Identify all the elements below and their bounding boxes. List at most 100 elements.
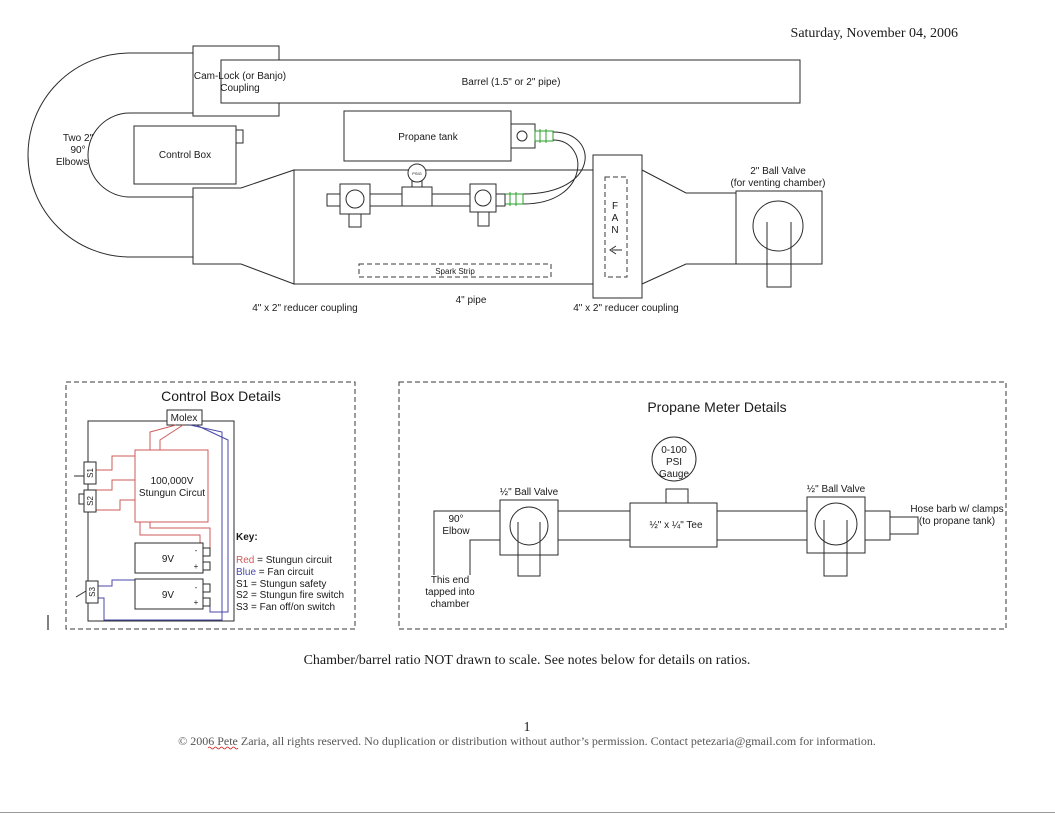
ball-valve-right-label: ½" Ball Valve: [807, 484, 866, 495]
spark-strip-label: Spark Strip: [435, 267, 475, 276]
key-blue: Blue = Fan circuit: [236, 567, 314, 578]
elbow-label-line2: Elbow: [442, 526, 470, 537]
fan-letter-n: N: [611, 225, 618, 236]
elbows-label-line1: Two 2": [63, 133, 94, 144]
meter-ball-valve-right: [806, 496, 866, 554]
hose-barb-label-line2: (to propane tank): [919, 516, 995, 527]
battery-top-plus: +: [194, 562, 199, 571]
meter-valve-right: [469, 183, 497, 213]
barrel-label: Barrel (1.5" or 2" pipe): [462, 77, 561, 88]
switch-s1: [83, 461, 97, 485]
spark-strip: [358, 263, 552, 278]
meter-tee: [401, 186, 433, 207]
meter-tee-fitting: [629, 502, 718, 548]
gauge-label-line2: PSI: [666, 457, 682, 468]
copyright-name: Zaria: [241, 734, 267, 748]
elbows-label-line3: Elbows: [56, 157, 88, 168]
control-box-details-frame: [65, 381, 356, 630]
switch-s3-label: S3: [88, 587, 97, 597]
meter-gauge: [651, 436, 697, 482]
caption: Chamber/barrel ratio NOT drawn to scale.…: [304, 653, 751, 668]
reducer-left-label: 4" x 2" reducer coupling: [252, 303, 358, 314]
page-number: 1: [524, 720, 531, 735]
propane-tank: [343, 110, 512, 162]
main-diagram: Two 2" 90° Elbows Barrel (1.5" or 2" pip…: [27, 45, 826, 314]
control-box-port: [235, 129, 244, 144]
key-blue-rest: = Fan circuit: [256, 567, 314, 578]
ball-valve-handle: [766, 222, 792, 288]
control-box-details: Control Box Details Molex 100,000V Stung…: [65, 381, 356, 630]
elbow-label-line1: 90°: [448, 514, 463, 525]
key-s1: S1 = Stungun safety: [236, 579, 326, 590]
switch-s2: [83, 489, 97, 513]
end-note-line2: tapped into: [425, 587, 475, 598]
left-reducer: [192, 169, 295, 285]
ball-valve-label-line1: 2" Ball Valve: [750, 166, 806, 177]
cam-lock-label: Cam-Lock (or Banjo): [194, 71, 286, 82]
psig-gauge: [407, 163, 427, 183]
key-title: Key:: [236, 532, 258, 543]
stungun-circuit: [134, 449, 209, 523]
battery-bottom-minus: -: [195, 583, 198, 592]
ball-valve-left-label: ½" Ball Valve: [500, 487, 559, 498]
fan-arrow-icon: [609, 245, 622, 255]
meter-elbow: [433, 510, 500, 575]
control-box: [133, 125, 237, 185]
battery-bottom-plus: +: [194, 598, 199, 607]
inner-elbow: [87, 112, 193, 198]
switch-s1-label: S1: [86, 468, 95, 478]
copyright: © 2006 Pete Zaria, all rights reserved. …: [178, 734, 876, 748]
green-fitting-top: [534, 129, 554, 143]
header-date: Saturday, November 04, 2006: [791, 26, 958, 41]
propane-hose: [522, 131, 586, 195]
end-note-line3: chamber: [431, 599, 471, 610]
spellcheck-underline: [207, 746, 239, 750]
switch-s2-label: S2: [86, 496, 95, 506]
meter-ball-valve-left: [499, 499, 559, 556]
key-s2: S2 = Stungun fire switch: [236, 590, 344, 601]
ball-valve-label-line2: (for venting chamber): [730, 178, 825, 189]
key-red: Red = Stungun circuit: [236, 555, 332, 566]
fan-letter-f: F: [612, 201, 618, 212]
psig-label: PSIG: [412, 171, 422, 176]
fan-letter-a: A: [612, 213, 619, 224]
molex-connector: [166, 409, 203, 426]
switch-s3: [85, 580, 99, 604]
page-bottom-edge: [0, 812, 1055, 813]
propane-meter-details-frame: [398, 381, 1007, 630]
key-red-rest: = Stungun circuit: [254, 555, 332, 566]
barrel: [220, 59, 801, 104]
green-fitting-bottom: [504, 192, 524, 206]
elbows-label-line2: 90°: [70, 145, 85, 156]
key-blue-word: Blue: [236, 567, 256, 578]
propane-meter-details-title: Propane Meter Details: [647, 399, 786, 415]
battery-bottom: [134, 578, 204, 610]
stungun-label-line1: 100,000V: [151, 476, 194, 487]
battery-top-label: 9V: [162, 554, 175, 565]
propane-meter-details: Propane Meter Details 90° Elbow This end…: [398, 381, 1007, 630]
fan: [604, 176, 628, 278]
coupling-label: Coupling: [220, 83, 259, 94]
copyright-post: , all rights reserved. No duplication or…: [266, 734, 876, 748]
gauge-label-line3: Gauge: [659, 469, 689, 480]
hose-barb: [864, 510, 891, 541]
ball-valve: [735, 190, 823, 265]
right-reducer: [641, 169, 736, 285]
outer-elbow: [27, 52, 193, 258]
right-reducer-collar: [592, 154, 643, 299]
key-red-word: Red: [236, 555, 254, 566]
battery-top: [134, 542, 204, 574]
meter-valve-left: [339, 183, 371, 215]
tee-label: ½" x ¼" Tee: [649, 519, 702, 531]
gauge-label-line1: 0-100: [661, 445, 687, 456]
battery-bottom-label: 9V: [162, 590, 175, 601]
propane-tank-label: Propane tank: [398, 132, 458, 143]
copyright-pre: © 2006 Pete: [178, 734, 241, 748]
battery-top-minus: -: [195, 546, 198, 555]
control-box-label: Control Box: [159, 150, 211, 161]
hose-barb-label-line1: Hose barb w/ clamps: [910, 504, 1003, 515]
stungun-label-line2: Stungun Circut: [139, 488, 205, 499]
molex-label: Molex: [171, 413, 198, 424]
